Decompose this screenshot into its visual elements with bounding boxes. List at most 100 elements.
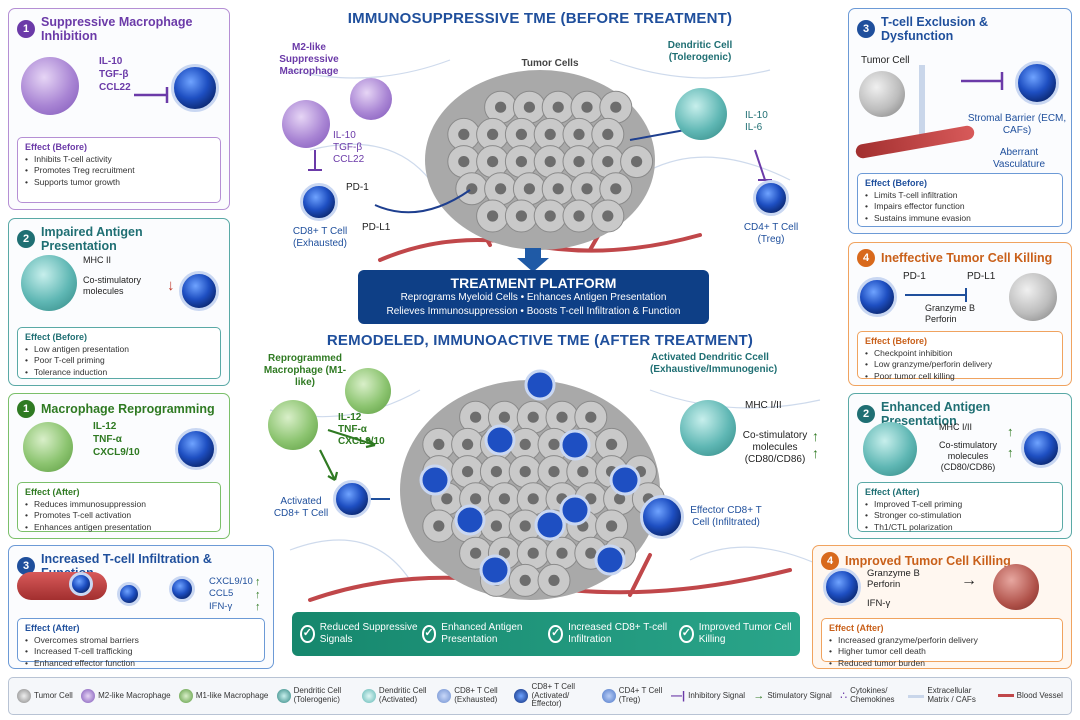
- cd8-exhausted-icon: [437, 689, 452, 703]
- platform-line-1: Reprograms Myeloid Cells • Enhances Anti…: [400, 292, 667, 303]
- blood-vessel-icon: [997, 694, 1014, 698]
- tumor-nucleus: [519, 466, 531, 478]
- down-arrow-icon: [517, 248, 549, 272]
- down-arrow-icon: ↓: [167, 277, 175, 294]
- tumor-nucleus: [527, 547, 539, 559]
- tumor-nucleus: [548, 438, 560, 450]
- legend-item: Blood Vessel: [997, 691, 1063, 701]
- tumor-cell-icon: [17, 689, 31, 703]
- cd4-treg-icon: [753, 180, 789, 216]
- tumor-nucleus: [487, 128, 499, 140]
- mhc-ii-label: MHC II: [83, 255, 111, 265]
- panel-number: 4: [857, 249, 875, 267]
- before-title: IMMUNOSUPPRESSIVE TME (BEFORE TREATMENT): [347, 10, 733, 27]
- legend-item: Dendritic Cell (Activated): [361, 686, 429, 705]
- infiltrating-t-cell: [524, 369, 556, 401]
- ifng-label: IFN-γ: [867, 598, 891, 609]
- tumor-nucleus: [544, 156, 556, 168]
- panel-title: Macrophage Reprogramming: [41, 401, 215, 416]
- tumor-nucleus: [614, 493, 626, 505]
- check-icon: ✓: [300, 625, 315, 643]
- tumor-nucleus: [610, 183, 622, 195]
- outcome-item: ✓Improved Tumor Cell Killing: [679, 622, 792, 646]
- effect-box: Effect (Before) Inhibits T-cell activity…: [17, 137, 221, 203]
- tme-after-illustration: [269, 369, 831, 602]
- dc-icon: [21, 255, 77, 311]
- cd8-activated-icon: [514, 688, 529, 703]
- platform-line-2: Relieves Immunosuppression • Boosts T-ce…: [386, 305, 681, 317]
- tolerogenic-dc-icon: [675, 88, 727, 140]
- mhc-label: MHC I/II: [745, 400, 782, 411]
- outcome-item: ✓Reduced Suppressive Signals: [300, 622, 422, 646]
- tumor-nucleus: [490, 520, 502, 532]
- tumor-nucleus: [548, 466, 560, 478]
- up-arrows-icon: ↑↑: [812, 428, 819, 461]
- tumor-nucleus: [498, 493, 510, 505]
- stroma-barrier-icon: [919, 65, 925, 135]
- cd8-exhausted-label: CD8+ T Cell (Exhausted): [292, 226, 348, 249]
- mhc-label: MHC I/II: [939, 422, 972, 432]
- effect-box: Effect (Before) Low antigen presentation…: [17, 327, 221, 379]
- check-icon: ✓: [421, 625, 437, 643]
- tumor-nucleus: [462, 466, 474, 478]
- tumor-nucleus: [573, 156, 585, 168]
- cd4-treg-icon: [601, 689, 616, 703]
- cd8-effector-label: Effector CD8+ T Cell (Infiltrated): [690, 505, 762, 528]
- m1-macrophage-icon: [23, 422, 73, 472]
- panel-number: 1: [17, 20, 35, 39]
- tumor-cells-label: Tumor Cells: [521, 58, 579, 69]
- tumor-nucleus: [602, 128, 614, 140]
- pdl1-label: PD-L1: [967, 271, 996, 282]
- tumor-nucleus: [552, 101, 564, 113]
- tumor-nucleus: [573, 128, 585, 140]
- tumor-nucleus: [606, 520, 618, 532]
- effect-box: Effect (After) Reduces immunosuppression…: [17, 482, 221, 534]
- panel-number: 2: [17, 230, 35, 249]
- tumor-nucleus: [458, 128, 470, 140]
- infiltrating-t-cell: [534, 509, 566, 541]
- outcome-item: ✓Increased CD8+ T-cell Infiltration: [548, 622, 679, 646]
- legend-item: Extracellular Matrix / CAFs: [908, 686, 989, 705]
- infiltrating-t-cell: [484, 424, 516, 456]
- stromal-barrier-label: Stromal Barrier (ECM, CAFs): [967, 113, 1067, 136]
- tolerogenic-dc-label: Dendritic Cell (Tolerogenic): [667, 40, 733, 63]
- tumor-nucleus: [487, 210, 499, 222]
- cd8-activated-label: Activated CD8+ T Cell: [273, 496, 329, 519]
- cd8-exhausted-icon: [300, 183, 338, 221]
- tumor-nucleus: [573, 210, 585, 222]
- tumor-nucleus: [585, 547, 597, 559]
- infiltrating-t-cell: [594, 544, 626, 576]
- tumor-nucleus: [523, 101, 535, 113]
- legend-item: Tumor Cell: [17, 689, 73, 703]
- ecm-icon: [908, 694, 925, 698]
- tumor-nucleus: [581, 101, 593, 113]
- tumor-nucleus: [556, 411, 568, 423]
- check-icon: ✓: [548, 625, 564, 643]
- tumor-nucleus: [519, 574, 531, 586]
- t-cell-icon: [171, 64, 219, 112]
- tumor-nucleus: [519, 438, 531, 450]
- pd1-label: PD-1: [346, 182, 369, 193]
- t-cell-icon: [175, 428, 217, 470]
- m2-macrophage-icon: [21, 57, 79, 115]
- tumor-nucleus: [527, 411, 539, 423]
- legend-item: CD8+ T Cell (Activated/ Effector): [514, 682, 593, 709]
- t-cell-icon: [69, 572, 93, 596]
- effect-box: Effect (After) Overcomes stromal barrier…: [17, 618, 265, 668]
- tumor-nucleus: [544, 210, 556, 222]
- m2-macrophage-label: M2-like Suppressive Macrophage: [279, 42, 339, 77]
- stimulatory-signal-icon: →: [753, 689, 765, 702]
- tumor-nucleus: [552, 183, 564, 195]
- tumor-nucleus: [610, 101, 622, 113]
- tumor-nucleus: [527, 493, 539, 505]
- tumor-nucleus: [581, 183, 593, 195]
- tumor-nucleus: [470, 411, 482, 423]
- panel-number: 1: [17, 400, 35, 418]
- effect-box: Effect (Before) Checkpoint inhibitionLow…: [857, 331, 1063, 383]
- tumor-nucleus: [577, 466, 589, 478]
